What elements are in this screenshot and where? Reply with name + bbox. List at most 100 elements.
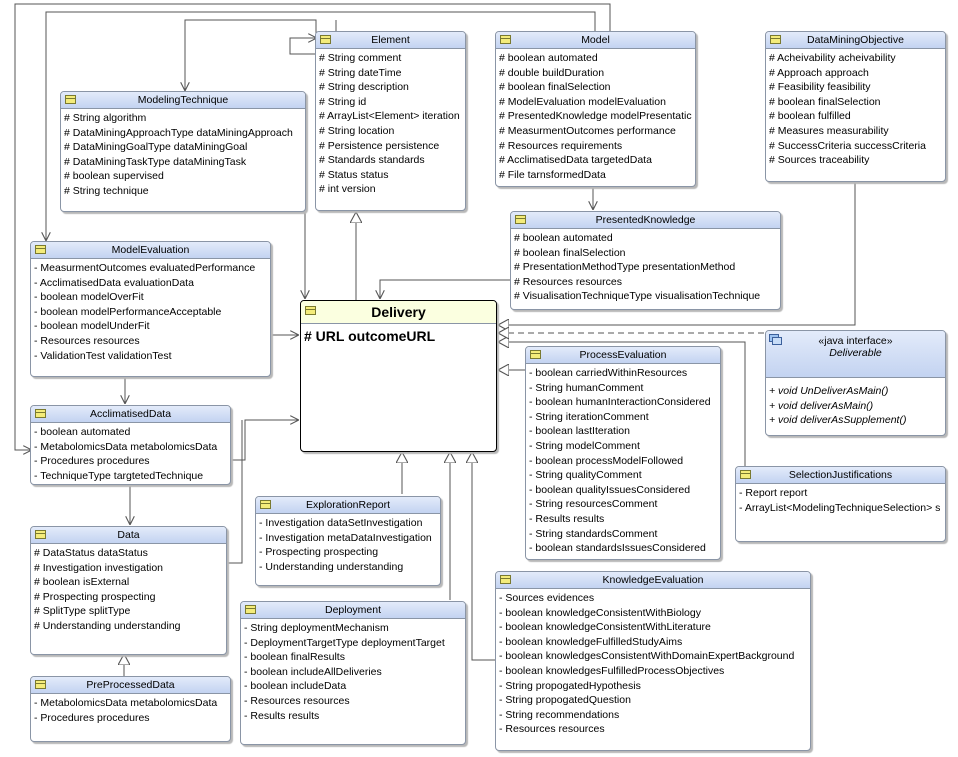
class-element[interactable]: Element # String comment # String dateTi… <box>315 31 466 211</box>
attribute-list: # URL outcomeURL <box>301 324 496 346</box>
attribute: # DataMiningApproachType dataMiningAppro… <box>64 126 293 139</box>
interface-name: Deliverable <box>829 347 882 359</box>
attribute: - boolean knowledgeConsistentWithLiterat… <box>499 621 711 634</box>
attribute: - boolean modelOverFit <box>34 291 144 304</box>
attribute: - ArrayList<ModelingTechniqueSelection> … <box>739 501 941 514</box>
attribute-list: # boolean automated # double buildDurati… <box>496 49 695 182</box>
attribute: # Sources traceability <box>769 154 870 167</box>
edge-model-modelingtechnique <box>46 11 596 240</box>
class-name: Delivery <box>371 304 426 320</box>
attribute: # boolean automated <box>499 52 598 64</box>
class-selectionjustifications[interactable]: SelectionJustifications - Report report … <box>735 466 946 542</box>
attribute: - boolean automated <box>34 426 131 438</box>
class-preprocesseddata[interactable]: PreProcessedData - MetabolomicsData meta… <box>30 676 231 742</box>
attribute: - boolean includeData <box>244 680 347 693</box>
class-name: Data <box>117 529 140 541</box>
attribute: - String modelComment <box>529 439 640 452</box>
class-icon <box>500 575 511 584</box>
attribute: - String qualityComment <box>529 469 642 482</box>
attribute: # boolean finalSelection <box>499 81 611 94</box>
class-modelevaluation[interactable]: ModelEvaluation - MeasurmentOutcomes eva… <box>30 241 271 377</box>
attribute: # Measures measurability <box>769 124 889 137</box>
attribute-list: - Report report - ArrayList<ModelingTech… <box>736 484 945 515</box>
class-data[interactable]: Data # DataStatus dataStatus # Investiga… <box>30 526 227 655</box>
class-processevaluation[interactable]: ProcessEvaluation - boolean carriedWithi… <box>525 346 721 560</box>
attribute: # String algorithm <box>64 112 147 124</box>
operation: + void deliverAsMain() <box>769 399 874 412</box>
class-name: AcclimatisedData <box>89 408 172 420</box>
attribute: # int version <box>319 183 376 196</box>
attribute-list: # Acheivability acheivability # Approach… <box>766 49 945 168</box>
class-name: ExplorationReport <box>305 499 391 511</box>
class-acclimatiseddata[interactable]: AcclimatisedData - boolean automated - M… <box>30 405 231 485</box>
attribute: - Procedures procedures <box>34 711 150 724</box>
class-deployment[interactable]: Deployment - String deploymentMechanism … <box>240 601 466 745</box>
attribute: - String recommendations <box>499 708 620 721</box>
edge-model-modelevaluation <box>14 3 611 450</box>
attribute: # Persistence persistence <box>319 139 440 152</box>
class-name: Deployment <box>324 604 382 616</box>
attribute: # String comment <box>319 52 402 64</box>
attribute: - boolean knowledgeFulfilledStudyAims <box>499 635 683 648</box>
class-name: ProcessEvaluation <box>579 349 667 361</box>
attribute: # PresentedKnowledge modelPresentatic <box>499 110 692 123</box>
class-explorationreport[interactable]: ExplorationReport - Investigation dataSe… <box>255 496 441 586</box>
attribute: # PresentationMethodType presentationMet… <box>514 261 736 274</box>
attribute: - Report report <box>739 487 808 499</box>
class-dataminingobjective[interactable]: DataMiningObjective # Acheivability ache… <box>765 31 946 182</box>
class-name: KnowledgeEvaluation <box>602 574 704 586</box>
attribute: - MetabolomicsData metabolomicsData <box>34 697 218 709</box>
edge-acclimatised-delivery <box>230 420 298 461</box>
attribute: - boolean finalResults <box>244 651 345 664</box>
attribute: - boolean knowledgeConsistentWithBiology <box>499 606 701 619</box>
attribute: # boolean finalSelection <box>514 246 626 259</box>
attribute: # Approach approach <box>769 66 869 79</box>
class-knowledgeevaluation[interactable]: KnowledgeEvaluation - Sources evidences … <box>495 571 811 751</box>
class-name: PresentedKnowledge <box>595 214 696 226</box>
class-modelingtechnique[interactable]: ModelingTechnique # String algorithm # D… <box>60 91 306 212</box>
attribute-list: # boolean automated # boolean finalSelec… <box>511 229 780 304</box>
attribute-list: - MeasurmentOutcomes evaluatedPerformanc… <box>31 259 270 363</box>
edge-presentedknowledge-delivery <box>380 279 512 298</box>
class-model[interactable]: Model # boolean automated # double build… <box>495 31 696 187</box>
attribute: - Procedures procedures <box>34 455 150 468</box>
class-icon <box>35 409 46 418</box>
attribute-list: - MetabolomicsData metabolomicsData - Pr… <box>31 694 230 725</box>
class-delivery[interactable]: Delivery # URL outcomeURL <box>300 300 497 452</box>
attribute: # Understanding understanding <box>34 619 181 632</box>
class-name: SelectionJustifications <box>788 469 893 481</box>
attribute: - MeasurmentOutcomes evaluatedPerformanc… <box>34 262 256 274</box>
attribute: - Resources resources <box>499 723 605 736</box>
edge-element-self-loop <box>289 38 316 55</box>
attribute: # DataStatus dataStatus <box>34 547 148 559</box>
attribute-list: - Investigation dataSetInvestigation - I… <box>256 514 440 574</box>
interface-deliverable[interactable]: «java interface» Deliverable + void UnDe… <box>765 330 946 436</box>
attribute: # Standards standards <box>319 154 425 167</box>
attribute: # boolean isExternal <box>34 576 130 589</box>
attribute: - AcclimatisedData evaluationData <box>34 276 194 289</box>
class-name: DataMiningObjective <box>807 34 904 46</box>
class-icon <box>35 530 46 539</box>
gen-selectionjust-delivery <box>498 342 746 466</box>
class-icon <box>740 470 751 479</box>
attribute: # AcclimatisedData targetedData <box>499 154 652 167</box>
attribute: - boolean humanInteractionConsidered <box>529 396 711 409</box>
class-name: PreProcessedData <box>86 679 175 691</box>
attribute: # Acheivability acheivability <box>769 52 896 64</box>
interface-icon <box>769 334 782 345</box>
class-name: Element <box>371 34 410 46</box>
attribute: - Investigation metaDataInvestigation <box>259 531 432 544</box>
operation: + void UnDeliverAsMain() <box>769 385 889 397</box>
attribute: - Understanding understanding <box>259 560 404 573</box>
attribute: # DataMiningGoalType dataMiningGoal <box>64 141 248 154</box>
edge-data-delivery <box>226 420 243 564</box>
attribute: - boolean knowledgesConsistentWithDomain… <box>499 650 795 663</box>
attribute: # boolean automated <box>514 232 613 244</box>
class-presentedknowledge[interactable]: PresentedKnowledge # boolean automated #… <box>510 211 781 310</box>
attribute: - String humanComment <box>529 381 644 394</box>
attribute: - String propogatedHypothesis <box>499 679 641 692</box>
attribute: - String deploymentMechanism <box>244 622 389 634</box>
attribute: # Resources requirements <box>499 139 623 152</box>
class-icon <box>245 605 256 614</box>
attribute: - String iterationComment <box>529 410 649 423</box>
